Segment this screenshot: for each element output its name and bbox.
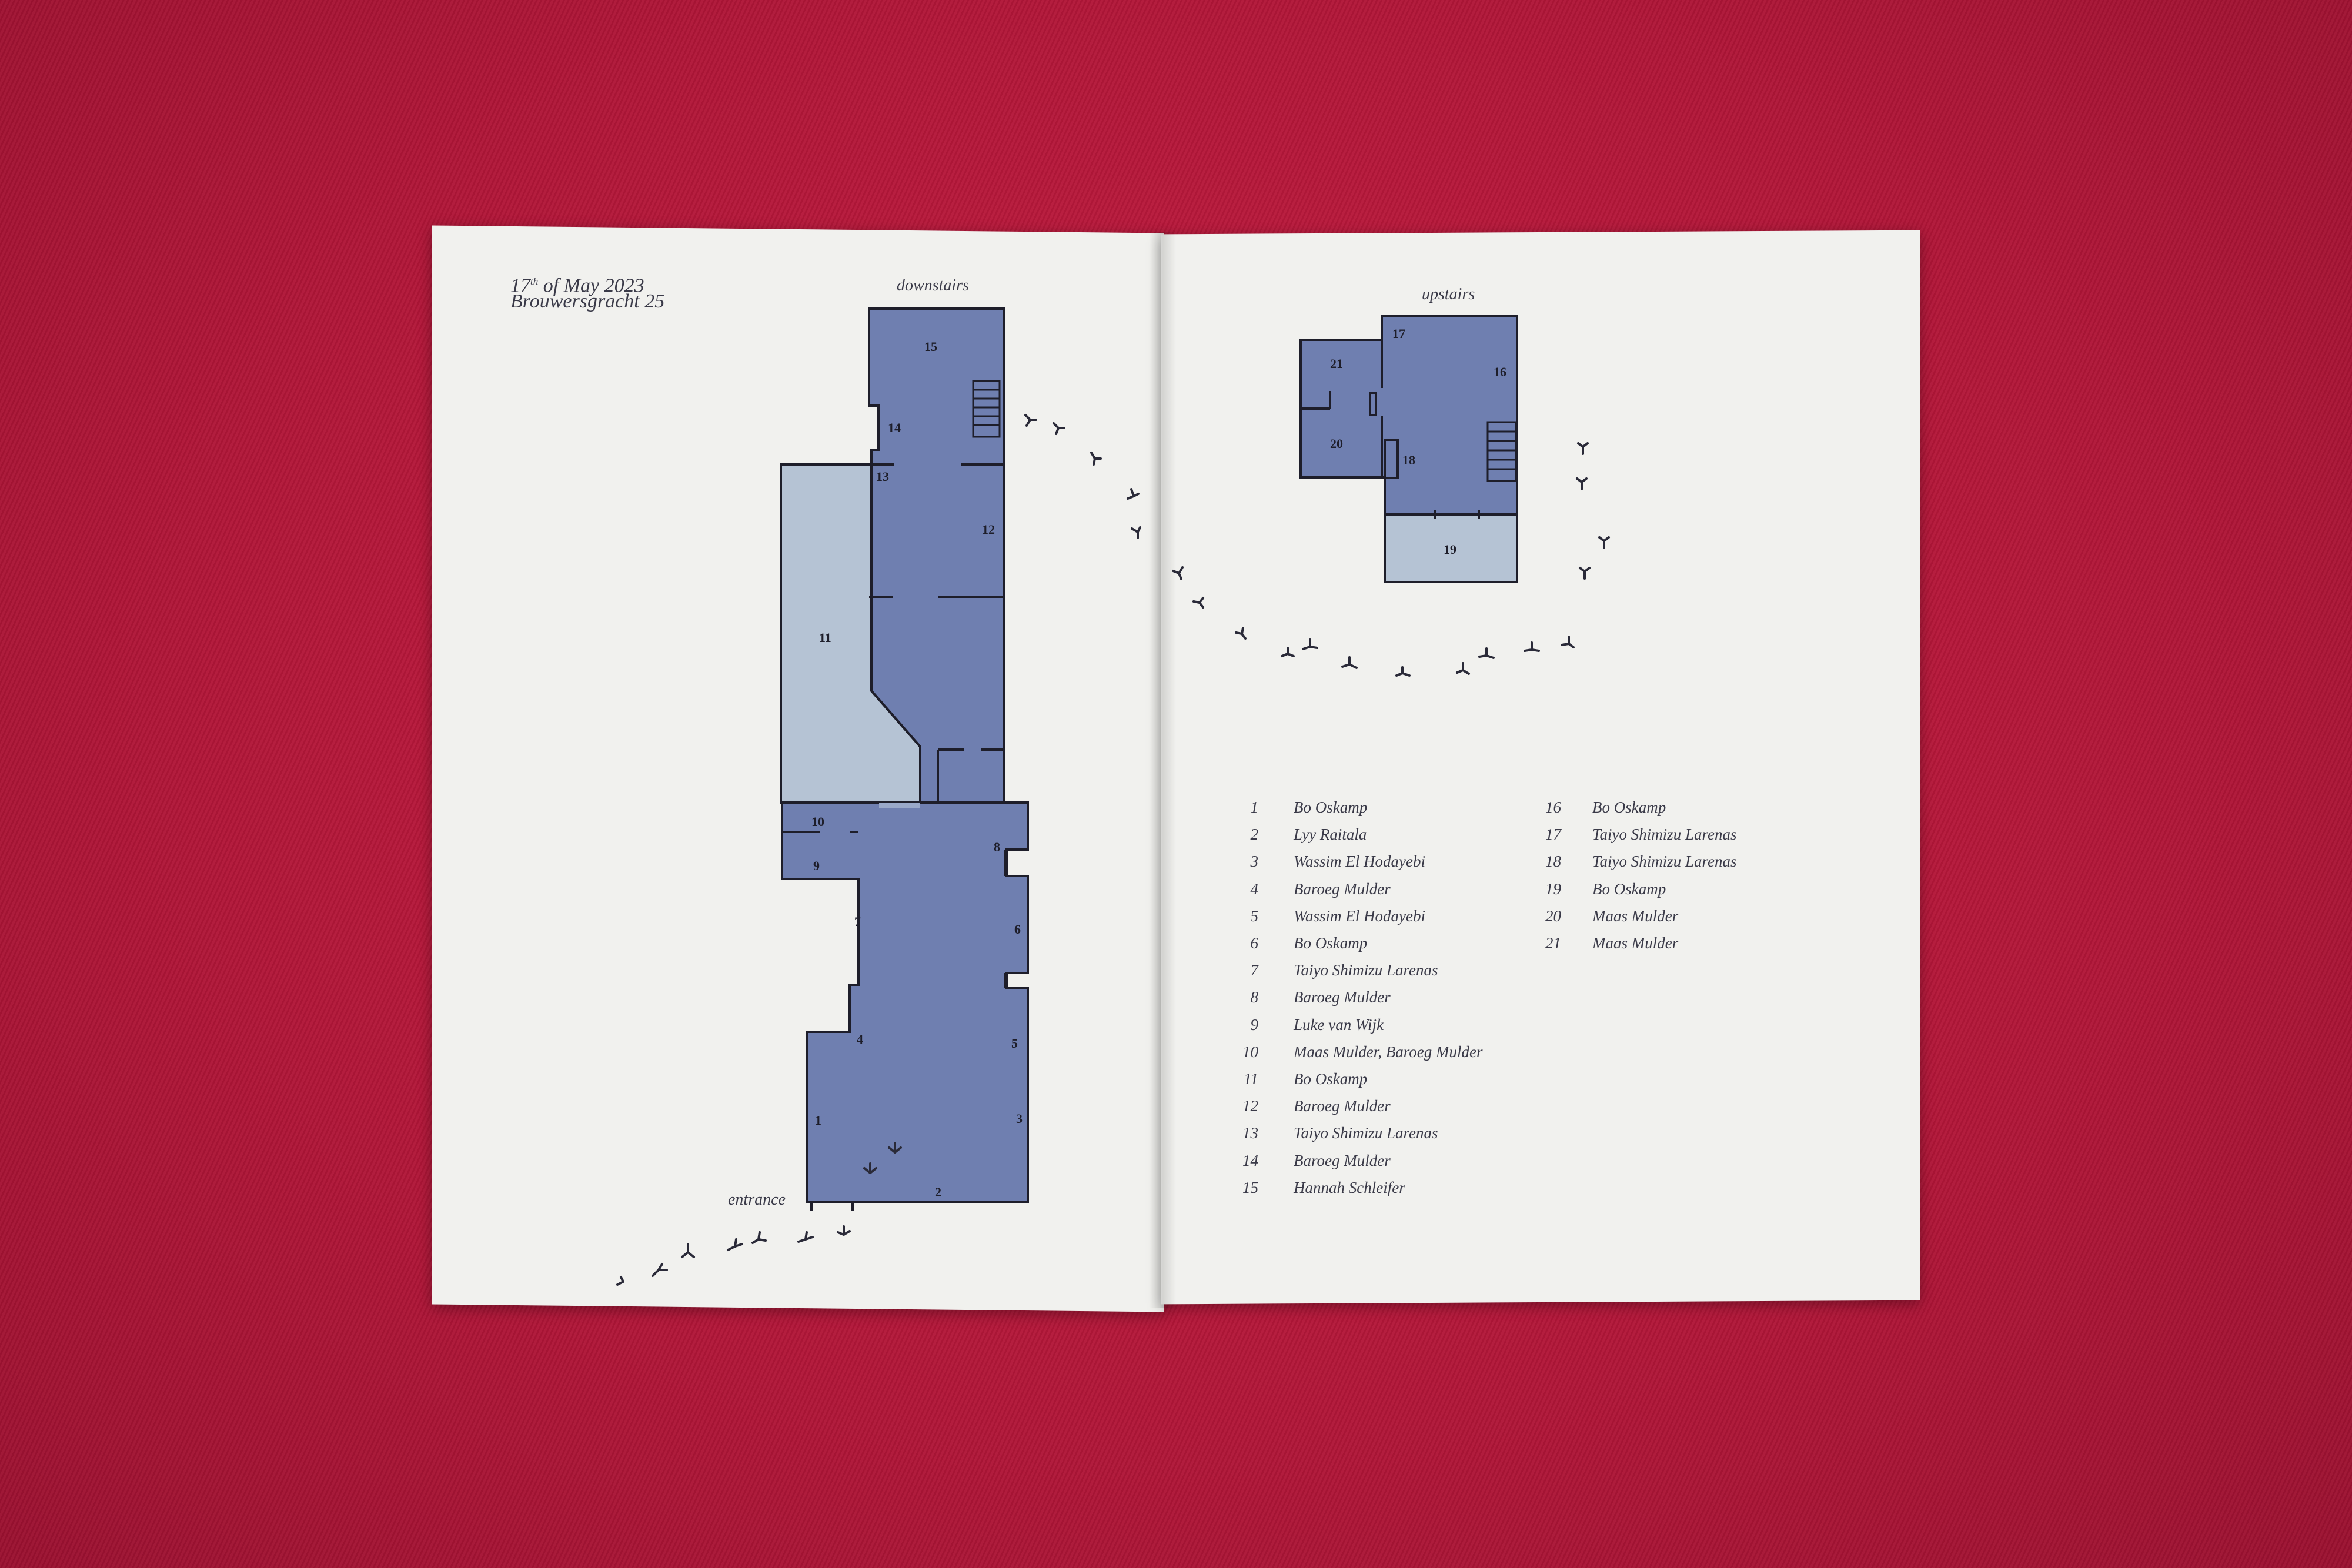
legend-artist-name: Hannah Schleifer xyxy=(1294,1178,1405,1196)
legend-number: 19 xyxy=(1545,880,1561,898)
legend-artist-name: Taiyo Shimizu Larenas xyxy=(1592,852,1737,871)
downstairs-lower-block xyxy=(781,801,1029,1203)
legend-number: 6 xyxy=(1250,934,1259,952)
entrance-label: entrance xyxy=(728,1191,786,1209)
legend-number: 8 xyxy=(1250,988,1259,1007)
legend-number: 4 xyxy=(1250,880,1259,898)
legend-artist-name: Baroeg Mulder xyxy=(1294,880,1391,898)
legend-number: 16 xyxy=(1545,798,1561,816)
downstairs-upper-block xyxy=(868,307,1005,804)
downstairs-walls xyxy=(782,463,1007,1211)
legend-artist-name: Baroeg Mulder xyxy=(1294,1151,1391,1169)
footprints-trail xyxy=(616,414,1610,1286)
room-19-area xyxy=(1384,513,1518,583)
legend-number: 20 xyxy=(1545,907,1561,925)
legend-artist-name: Maas Mulder, Baroeg Mulder xyxy=(1294,1042,1483,1061)
upstairs-walls xyxy=(1301,340,1480,519)
upstairs-label: upstairs xyxy=(1422,285,1475,303)
legend-artist-name: Luke van Wijk xyxy=(1294,1015,1384,1034)
legend-artist-name: Bo Oskamp xyxy=(1294,934,1368,952)
legend-number: 18 xyxy=(1545,852,1561,871)
legend-artist-name: Bo Oskamp xyxy=(1294,1070,1368,1088)
legend-number: 5 xyxy=(1250,907,1259,925)
legend-artist-name: Wassim El Hodayebi xyxy=(1294,907,1425,925)
legend-artist-name: Maas Mulder xyxy=(1592,934,1679,952)
legend-artist-name: Lyy Raitala xyxy=(1294,825,1367,844)
legend-number: 21 xyxy=(1545,934,1561,952)
legend-artist-name: Taiyo Shimizu Larenas xyxy=(1294,961,1438,979)
upstairs-block xyxy=(1299,315,1518,516)
legend-number: 1 xyxy=(1250,798,1259,816)
legend-artist-name: Wassim El Hodayebi xyxy=(1294,852,1425,871)
legend-number: 13 xyxy=(1242,1124,1258,1142)
upstairs-stairs xyxy=(1486,421,1517,482)
legend-number: 2 xyxy=(1250,825,1259,844)
event-date: 17th of May 2023 xyxy=(510,275,644,297)
legend-number: 3 xyxy=(1250,852,1259,871)
legend-number: 9 xyxy=(1250,1015,1259,1034)
legend-number: 7 xyxy=(1250,961,1259,979)
legend-number: 15 xyxy=(1242,1178,1258,1196)
legend-artist-name: Taiyo Shimizu Larenas xyxy=(1294,1124,1438,1142)
legend-artist-name: Baroeg Mulder xyxy=(1294,988,1391,1007)
legend-artist-name: Taiyo Shimizu Larenas xyxy=(1592,825,1737,844)
legend-number: 12 xyxy=(1242,1097,1258,1115)
legend-artist-name: Bo Oskamp xyxy=(1592,798,1666,816)
legend-number: 10 xyxy=(1242,1042,1258,1061)
booklet-spine xyxy=(1150,232,1176,1308)
legend-artist-name: Bo Oskamp xyxy=(1294,798,1368,816)
event-address: Brouwersgracht 25 xyxy=(510,290,665,312)
legend-artist-name: Bo Oskamp xyxy=(1592,880,1666,898)
legend-artist-name: Maas Mulder xyxy=(1592,907,1679,925)
legend-number: 11 xyxy=(1244,1070,1258,1088)
downstairs-label: downstairs xyxy=(897,276,969,295)
downstairs-stairs xyxy=(972,380,1001,438)
legend-number: 17 xyxy=(1545,825,1561,844)
legend-number: 14 xyxy=(1242,1151,1258,1169)
legend-artist-name: Baroeg Mulder xyxy=(1294,1097,1391,1115)
